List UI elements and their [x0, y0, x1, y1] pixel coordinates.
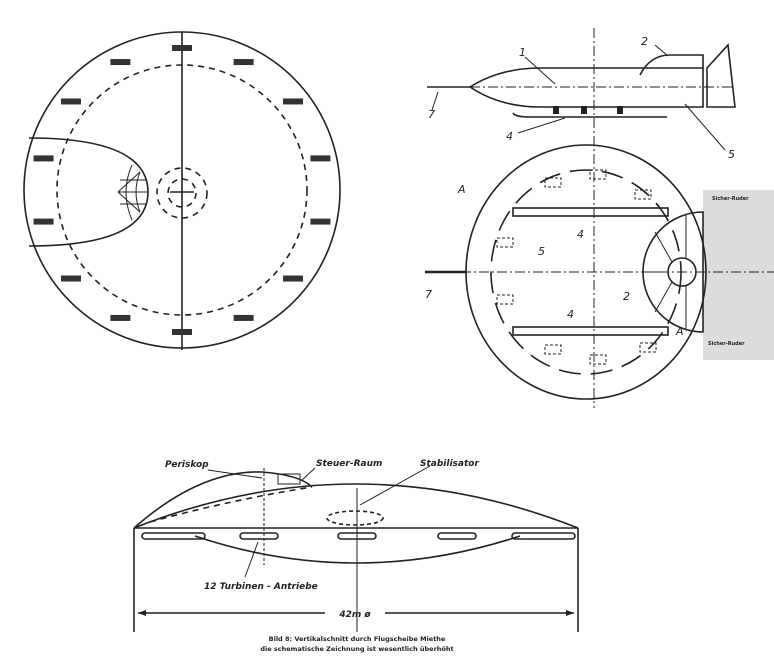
caption-line-1: Bild 8: Vertikalschnitt durch Flugscheib… — [269, 635, 446, 643]
ring-marker — [33, 155, 54, 162]
ring-marker — [172, 45, 192, 51]
label-7: 7 — [428, 108, 435, 121]
hub-outer-ring — [156, 167, 208, 219]
top-view-disc — [23, 31, 341, 350]
landing-skid — [512, 112, 667, 118]
label-1: 1 — [519, 46, 526, 59]
plan-view-craft: A 4 5 7 2 4 A Sicher-Ruder Sicher-Ruder — [425, 144, 774, 400]
ring-marker — [33, 218, 54, 225]
hub-inner-ring — [167, 178, 197, 208]
ring-marker — [60, 275, 81, 282]
canopy — [639, 54, 704, 76]
ring-marker — [172, 329, 192, 335]
turbine — [437, 532, 477, 540]
label-7-probe: 7 — [425, 288, 432, 301]
label-A-section: A — [675, 325, 684, 338]
label-2-cabin: 2 — [623, 290, 630, 303]
turbines — [141, 532, 576, 540]
periscope-label: Periskop — [165, 460, 209, 470]
ring-marker — [283, 98, 304, 105]
caption-line-2: die schematische Zeichnung ist wesentlic… — [260, 645, 453, 653]
turbine — [511, 532, 576, 540]
label-5-ring: 5 — [538, 245, 545, 258]
cabin-section — [642, 211, 704, 333]
turbine — [239, 532, 279, 540]
stabilizer — [326, 510, 384, 526]
note-lower: Sicher-Ruder — [708, 341, 745, 347]
turbine — [141, 532, 206, 540]
stabilizer-label: Stabilisator — [420, 459, 479, 469]
ring-markers — [33, 45, 331, 335]
ring-marker — [310, 218, 331, 225]
label-2: 2 — [641, 35, 648, 48]
lower-turbine-bar — [512, 326, 669, 336]
seat-boxes — [496, 169, 657, 365]
label-5: 5 — [728, 148, 735, 161]
diameter-label: 42m ø — [338, 610, 371, 620]
label-A-rim: A — [457, 183, 466, 196]
section-view: 42m ø Periskop Steuer-Raum Stabilisator … — [133, 459, 579, 653]
side-view-craft: 7 1 2 4 5 — [427, 28, 736, 408]
ring-marker — [110, 59, 131, 66]
ring-marker — [110, 314, 131, 321]
tail-fin — [706, 43, 736, 108]
label-4: 4 — [506, 130, 513, 143]
ring-marker — [310, 155, 331, 162]
canopy-grid — [117, 164, 148, 221]
label-4-lower: 4 — [567, 308, 574, 321]
label-4-upper: 4 — [577, 228, 584, 241]
turbines-label: 12 Turbinen - Antriebe — [204, 582, 318, 592]
control-room-label: Steuer-Raum — [316, 459, 382, 469]
periscope-dome — [133, 471, 313, 529]
ring-marker — [60, 98, 81, 105]
lower-hull — [194, 535, 521, 564]
ring-marker — [233, 314, 254, 321]
fuselage — [468, 67, 704, 108]
upper-turbine-bar — [512, 207, 669, 217]
ring-marker — [283, 275, 304, 282]
upper-hull — [133, 483, 579, 529]
ring-marker — [233, 59, 254, 66]
shaded-exhaust-area — [703, 190, 774, 360]
note-upper: Sicher-Ruder — [712, 196, 749, 202]
